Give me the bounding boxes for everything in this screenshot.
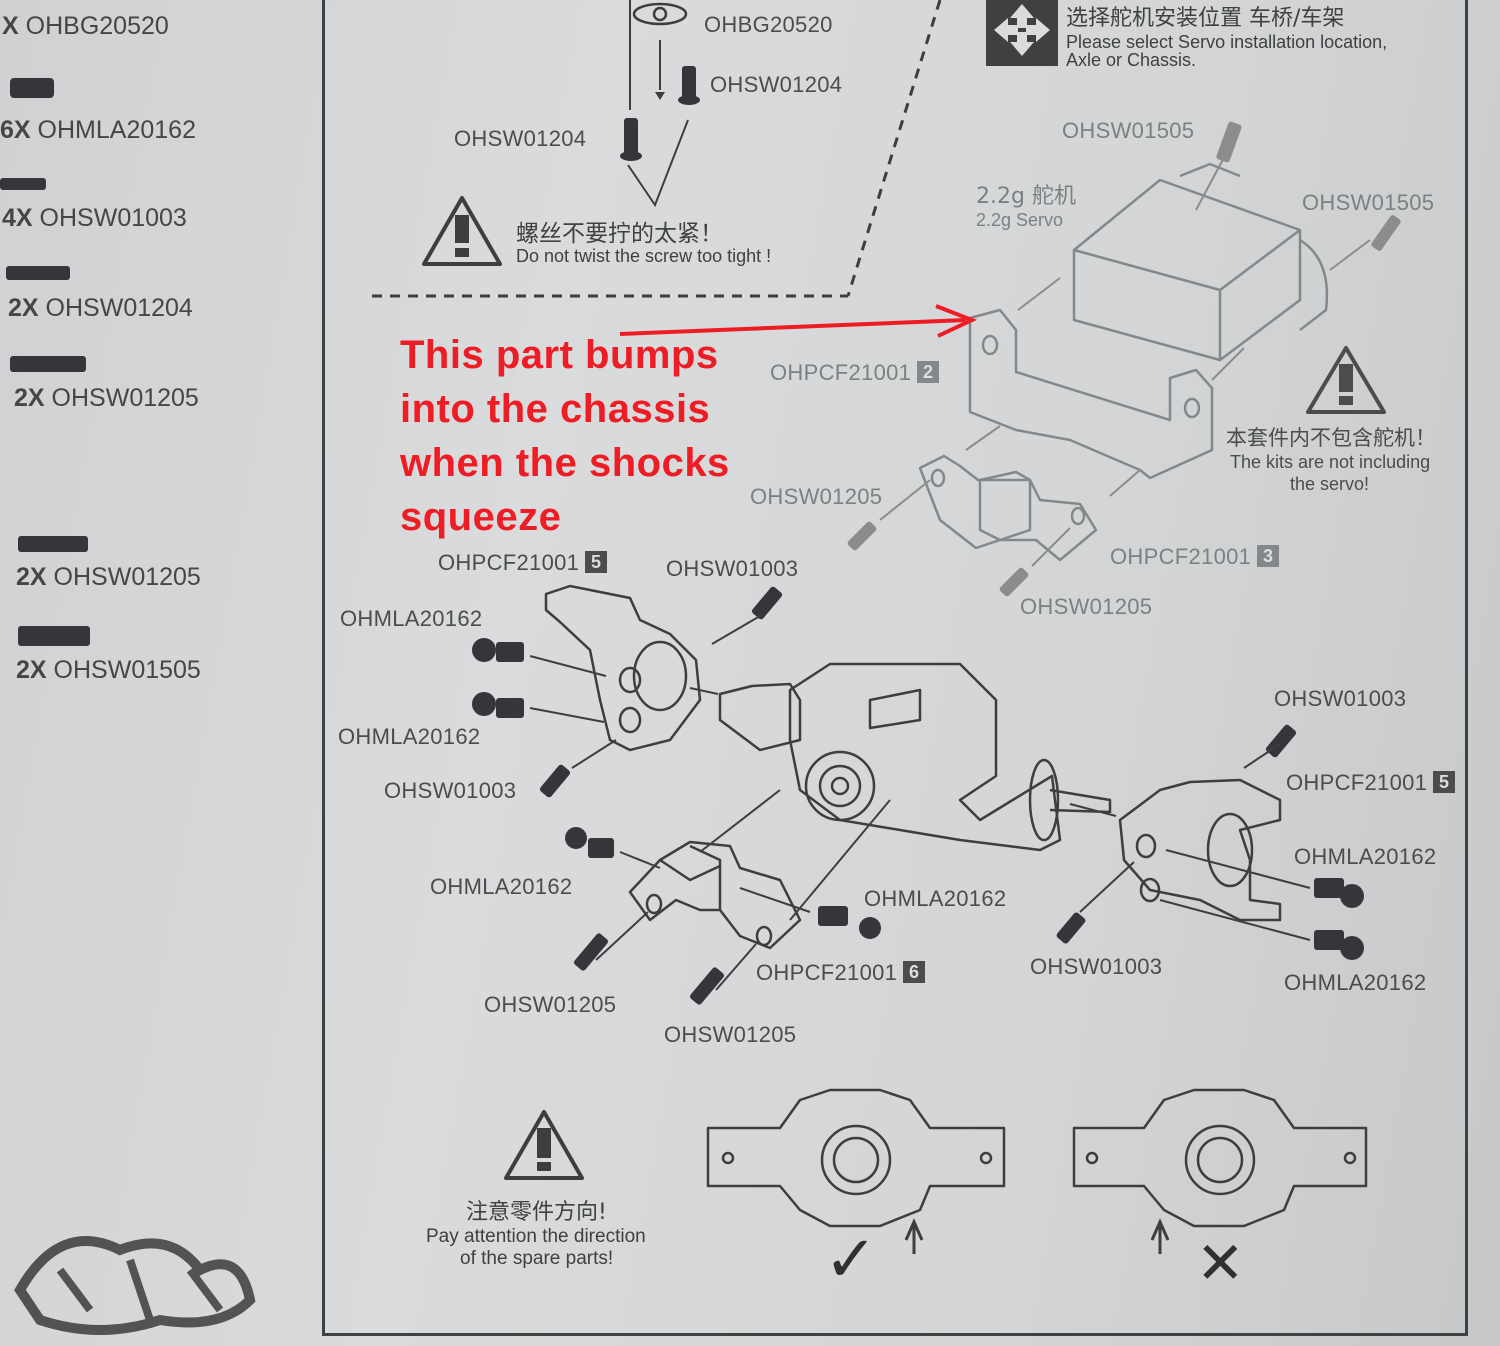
parts-list-icons: [0, 78, 90, 646]
servo-drawing: [1072, 121, 1401, 362]
section-divider: [846, 0, 942, 297]
warning-icon: [1306, 346, 1386, 414]
diagram-frame: [322, 0, 1468, 1336]
move-arrows-icon: [986, 0, 1058, 66]
screw-label: OHSW01505: [1302, 190, 1435, 215]
parts-list-item: 6X OHMLA20162: [0, 116, 196, 144]
parts-list-item: 4X OHSW01003: [2, 204, 187, 232]
servo-section-title-en-2: Axle or Chassis.: [1066, 50, 1197, 70]
screw-label: OHSW01003: [1274, 686, 1407, 711]
correct-check-icon: ✓: [824, 1223, 878, 1297]
servo-label-cn: 2.2g 舵机: [976, 184, 1076, 209]
annotation-line: squeeze: [400, 495, 562, 539]
servo-not-included-en-2: the servo!: [1290, 474, 1370, 494]
parts-list-item: 2X OHSW01205: [16, 563, 201, 591]
annotation-line: into the chassis: [400, 387, 711, 431]
lower-link-mount: [565, 789, 891, 1005]
servo-not-included-cn: 本套件内不包含舵机！: [1226, 426, 1436, 450]
screw-label: OHSW01205: [1020, 594, 1153, 619]
user-annotation: This part bumps into the chassis when th…: [400, 328, 730, 544]
bearing-screw-group: [620, 0, 700, 208]
direction-warning-cn: 注意零件方向!: [466, 1200, 607, 1225]
screw-label: OHSW01205: [484, 992, 617, 1017]
direction-wrong-diagram: [1072, 1088, 1368, 1254]
direction-correct-diagram: [706, 1088, 1006, 1254]
parts-list-item: X OHBG20520: [2, 12, 169, 40]
warning-icon: [422, 196, 502, 266]
servo-mount-bracket: [968, 277, 1245, 480]
servo-not-included-en: The kits are not including: [1230, 452, 1431, 472]
annotation-arrow: [619, 304, 978, 338]
ball-stud-label: OHMLA20162: [1294, 844, 1437, 869]
screw-label: OHSW01505: [1062, 118, 1195, 143]
right-steering-knuckle: [1056, 724, 1364, 960]
warning-icon: [504, 1110, 584, 1180]
ball-stud-label: OHMLA20162: [430, 874, 573, 899]
parts-list-item: 2X OHSW01204: [8, 294, 193, 322]
axle-housing: [718, 662, 1112, 852]
servo-label-en: 2.2g Servo: [976, 210, 1064, 230]
parts-list-item: 2X OHSW01205: [14, 384, 199, 412]
direction-warning-en: Pay attention the direction: [426, 1226, 646, 1247]
screw-label: OHSW01003: [1030, 954, 1163, 979]
direction-warning-en-2: of the spare parts!: [460, 1248, 614, 1269]
servo-section-title-cn: 选择舵机安装位置 车桥/车架: [1066, 6, 1345, 31]
servo-link: [847, 425, 1141, 597]
warning-text-cn: 螺丝不要拧的太紧！: [516, 221, 723, 247]
screw-label: OHSW01204: [710, 72, 843, 97]
screw-label: OHSW01204: [454, 126, 587, 151]
wrong-cross-icon: ✕: [1196, 1229, 1245, 1297]
left-steering-knuckle: [472, 584, 783, 798]
ball-stud-label: OHMLA20162: [864, 886, 1007, 911]
ball-stud-label: OHMLA20162: [338, 724, 481, 749]
parts-list-item: 2X OHSW01505: [16, 656, 201, 684]
screw-label: OHSW01205: [750, 484, 883, 509]
annotation-line: when the shocks: [400, 441, 730, 485]
screw-label: OHSW01003: [384, 778, 517, 803]
screw-label: OHSW01205: [664, 1022, 797, 1047]
screw-label: OHSW01003: [666, 556, 799, 581]
ball-stud-label: OHMLA20162: [340, 606, 483, 631]
bearing-label: OHBG20520: [704, 12, 833, 37]
warning-text-en: Do not twist the screw too tight !: [516, 246, 772, 266]
servo-section-title-en: Please select Servo installation locatio…: [1066, 32, 1388, 52]
watermark-logo: [14, 1236, 256, 1335]
annotation-line: This part bumps: [400, 333, 719, 377]
ball-stud-label: OHMLA20162: [1284, 970, 1427, 995]
